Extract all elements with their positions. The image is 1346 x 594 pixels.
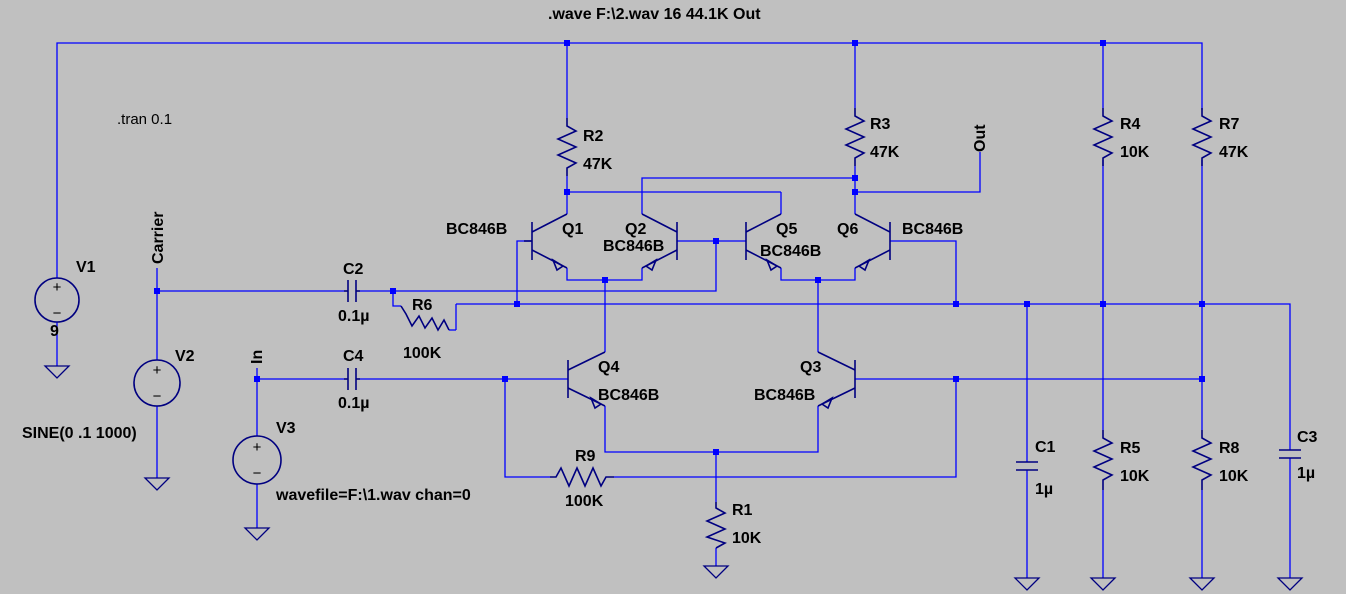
q3-name: Q3 <box>800 359 821 376</box>
transistor-q4[interactable] <box>567 351 606 410</box>
source-v2[interactable]: + − <box>133 359 181 407</box>
v1-value: 9 <box>50 323 59 340</box>
r2-value: 47K <box>583 156 613 173</box>
r3-name: R3 <box>870 116 891 133</box>
q6-model: BC846B <box>902 221 963 238</box>
r1-name: R1 <box>732 502 753 519</box>
transistor-q2[interactable] <box>641 213 678 272</box>
resistor-r3[interactable] <box>844 108 866 166</box>
r1-value: 10K <box>732 530 762 547</box>
net-label-out[interactable]: Out <box>972 124 989 152</box>
ground-r5 <box>1089 577 1117 591</box>
minus-icon: − <box>153 388 162 405</box>
c3-value: 1µ <box>1297 465 1315 482</box>
r7-name: R7 <box>1219 116 1240 133</box>
resistor-r5[interactable] <box>1092 430 1114 490</box>
resistor-r6[interactable] <box>400 305 450 332</box>
q2-name: Q2 <box>625 221 646 238</box>
r4-name: R4 <box>1120 116 1141 133</box>
junction-dots <box>154 40 1205 455</box>
ground-c1 <box>1013 577 1041 591</box>
ground-r8 <box>1188 577 1216 591</box>
resistor-r4[interactable] <box>1092 108 1114 166</box>
q6-name: Q6 <box>837 221 858 238</box>
source-v3[interactable]: + − <box>232 435 282 485</box>
wires <box>56 42 1291 578</box>
r8-name: R8 <box>1219 440 1240 457</box>
v3-value: wavefile=F:\1.wav chan=0 <box>275 487 471 504</box>
r6-name: R6 <box>412 297 433 314</box>
minus-icon: − <box>253 465 262 482</box>
minus-icon: − <box>53 305 62 322</box>
q2-model: BC846B <box>603 238 664 255</box>
r8-value: 10K <box>1219 468 1249 485</box>
capacitor-c2[interactable] <box>344 280 360 302</box>
transistor-q5[interactable] <box>745 213 782 272</box>
q5-model: BC846B <box>760 243 821 260</box>
capacitor-c1[interactable] <box>1016 461 1038 471</box>
r7-value: 47K <box>1219 144 1249 161</box>
resistor-r2[interactable] <box>556 118 578 176</box>
capacitor-c3[interactable] <box>1279 449 1301 459</box>
ground-v2 <box>143 477 171 491</box>
transistor-q1[interactable] <box>524 213 568 272</box>
q4-model: BC846B <box>598 387 659 404</box>
c2-name: C2 <box>343 261 364 278</box>
q1-name: Q1 <box>562 221 583 238</box>
plus-icon: + <box>53 279 62 296</box>
c2-value: 0.1µ <box>338 308 369 325</box>
tran-directive[interactable]: .tran 0.1 <box>117 111 172 128</box>
r6-value: 100K <box>403 345 442 362</box>
ground-v1 <box>43 365 71 379</box>
r2-name: R2 <box>583 128 604 145</box>
r9-name: R9 <box>575 448 596 465</box>
c1-value: 1µ <box>1035 481 1053 498</box>
capacitor-c4[interactable] <box>344 368 360 390</box>
c4-name: C4 <box>343 348 364 365</box>
transistor-q3[interactable] <box>817 351 856 410</box>
net-label-carrier[interactable]: Carrier <box>150 212 167 264</box>
plus-icon: + <box>153 362 162 379</box>
v3-name: V3 <box>276 420 296 437</box>
plus-icon: + <box>253 439 262 456</box>
ground-r1 <box>702 565 730 579</box>
ground-c3 <box>1276 577 1304 591</box>
r4-value: 10K <box>1120 144 1150 161</box>
c1-name: C1 <box>1035 439 1056 456</box>
transistor-q6[interactable] <box>854 213 891 272</box>
source-v1[interactable]: + − <box>34 277 80 323</box>
r3-value: 47K <box>870 144 900 161</box>
resistor-r1[interactable] <box>704 502 727 549</box>
q3-model: BC846B <box>754 387 815 404</box>
q5-name: Q5 <box>776 221 797 238</box>
c3-name: C3 <box>1297 429 1318 446</box>
v1-name: V1 <box>76 259 96 276</box>
ground-v3 <box>243 527 271 541</box>
q1-model: BC846B <box>446 221 507 238</box>
r5-name: R5 <box>1120 440 1141 457</box>
resistor-r9[interactable] <box>550 466 614 488</box>
resistor-r7[interactable] <box>1191 108 1213 166</box>
wave-directive[interactable]: .wave F:\2.wav 16 44.1K Out <box>548 6 761 23</box>
q4-name: Q4 <box>598 359 619 376</box>
v2-value: SINE(0 .1 1000) <box>22 425 137 442</box>
c4-value: 0.1µ <box>338 395 369 412</box>
r9-value: 100K <box>565 493 604 510</box>
r5-value: 10K <box>1120 468 1150 485</box>
net-label-in[interactable]: In <box>249 350 266 364</box>
resistor-r8[interactable] <box>1191 430 1213 490</box>
v2-name: V2 <box>175 348 195 365</box>
